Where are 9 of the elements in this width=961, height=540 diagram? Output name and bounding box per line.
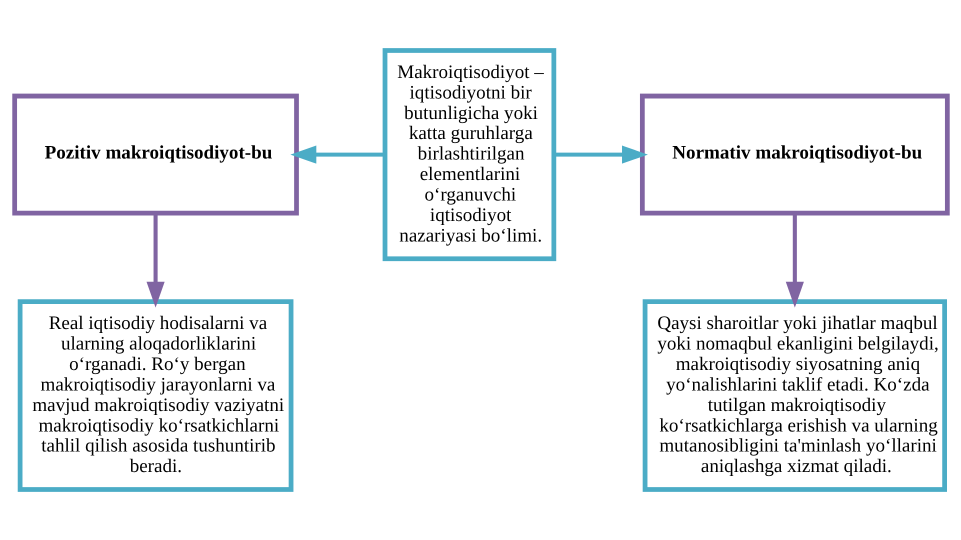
arrow [290,146,384,164]
node-box: Makroiqtisodiyot – iqtisodiyotni bir butunligicha yoki katta guruhlarga birlashtirilgan elementlarini o‘rganuvchi iqtisodiyot nazariyasi bo‘limi. [382,48,556,262]
node-box: Pozitiv makroiqtisodiyot-bu [12,94,298,216]
node-box: Normativ makroiqtisodiyot-bu [639,94,950,216]
arrow [146,214,164,308]
arrow [785,214,804,308]
arrow [553,146,648,164]
node-box: Qaysi sharoitlar yoki jihatlar maqbul yoki nomaqbul ekanligini belgilaydi, makroiqtisodiy siyosatning aniq yo‘nalishlarini taklif etadi. Ko‘zda tutilgan makroiqtisodiy ko‘rsatkichlarga erishish va ularning mutanosibligini ta'minlash yo‘llarini aniqlashga xizmat qiladi. [642,299,946,492]
node-box: Real iqtisodiy hodisalarni va ularning aloqadorliklarini o‘rganadi. Ro‘y bergan makroiqtisodiy jarayonlarni va mavjud makroiqtisodiy vaziyatni makroiqtisodiy ko‘rsatkichlarni tahlil qilish asosida tushuntirib beradi. [17,299,293,492]
